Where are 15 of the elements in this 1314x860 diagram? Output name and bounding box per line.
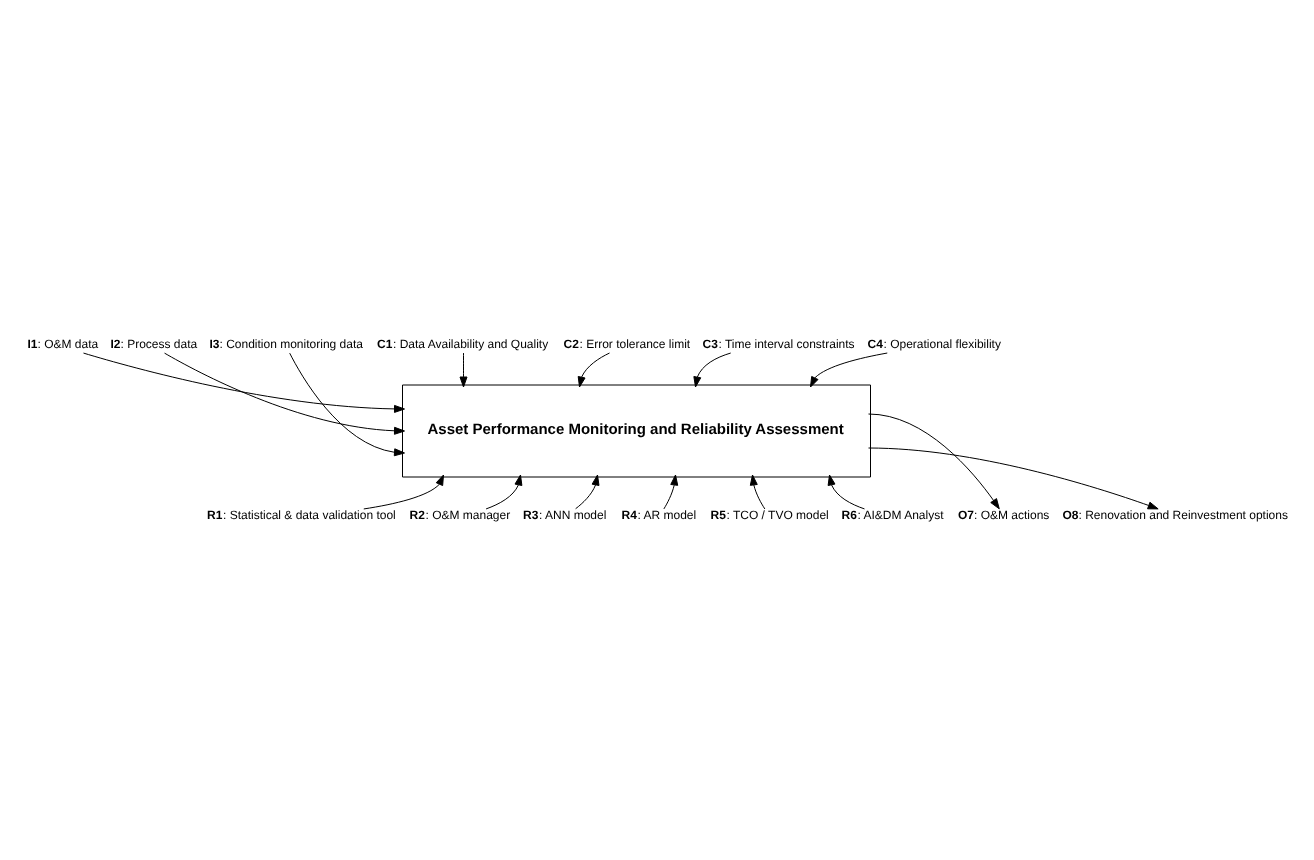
arrow <box>484 473 522 509</box>
arrow <box>748 473 765 509</box>
arrow <box>458 351 467 387</box>
arrow <box>576 351 610 387</box>
arrow <box>662 473 678 509</box>
arrow <box>692 351 731 387</box>
arrow <box>809 351 887 387</box>
arrow <box>867 412 999 509</box>
arrow <box>574 473 599 509</box>
arrow <box>288 351 404 456</box>
arrow <box>81 351 404 412</box>
arrow <box>867 446 1158 509</box>
arrow <box>826 473 864 509</box>
arrow <box>163 351 404 434</box>
arrow <box>362 473 443 509</box>
